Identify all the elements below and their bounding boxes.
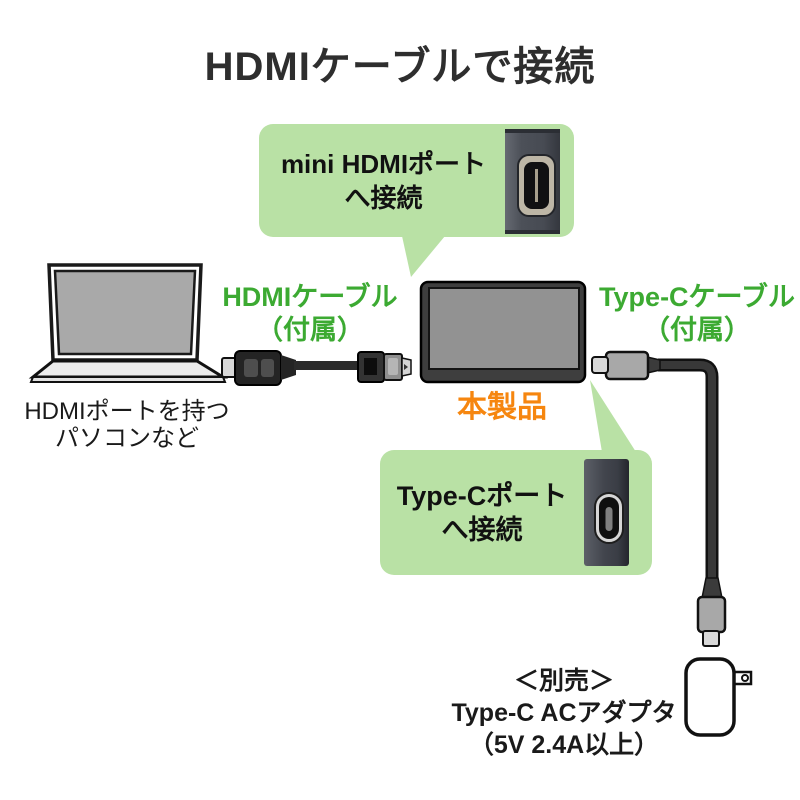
- typec-callout-line2: へ接続: [441, 514, 523, 545]
- laptop-illustration: [28, 263, 228, 383]
- ac-adapter-illustration: [684, 657, 753, 737]
- typec-plug-tip: [591, 356, 609, 374]
- type-c-port-icon: [594, 492, 624, 544]
- typec-cable-label: Type-Cケーブル （付属）: [599, 281, 795, 347]
- hdmi-cable-label-line2: （付属）: [256, 315, 364, 345]
- typec-bottom-strain-relief: [701, 577, 723, 599]
- mini-hdmi-callout-text: mini HDMIポート へ接続: [261, 124, 506, 237]
- type-c-port-photo: [584, 459, 629, 566]
- monitor-screen: [428, 287, 580, 370]
- ac-adapter-label-line2: Type-C ACアダプタ: [451, 699, 677, 727]
- laptop-base: [28, 359, 228, 379]
- laptop-screen: [53, 269, 197, 356]
- laptop-base-lip: [29, 376, 227, 383]
- mini-hdmi-callout-line2: へ接続: [344, 182, 423, 213]
- product-label: 本製品: [457, 391, 547, 424]
- ac-adapter-label: ＜別売＞ Type-C ACアダプタ （5V 2.4A以上）: [451, 665, 676, 761]
- laptop-label-line1: HDMIポートを持つ: [24, 398, 230, 425]
- ac-adapter-label-line3: （5V 2.4A以上）: [468, 731, 660, 759]
- hdmi-cable-label-line1: HDMIケーブル: [222, 282, 398, 312]
- hdmi-cable-wire: [294, 361, 360, 370]
- mini-hdmi-callout-pointer-icon: [402, 236, 445, 277]
- laptop-label-line2: パソコンなど: [54, 425, 199, 452]
- typec-bottom-plug-body: [696, 595, 727, 634]
- page-title: HDMIケーブルで接続: [204, 45, 596, 89]
- hdmi-plug-tip: [221, 357, 237, 378]
- typec-cable-wire: [658, 361, 716, 581]
- hdmi-cable-illustration: [221, 350, 412, 386]
- type-c-cable-illustration: [591, 350, 727, 647]
- typec-bottom-plug-tip: [702, 630, 720, 647]
- ac-adapter-label-line1: ＜別売＞: [513, 667, 615, 695]
- typec-callout-pointer-icon: [590, 380, 636, 452]
- hdmi-cable-label: HDMIケーブル （付属）: [222, 281, 397, 347]
- typec-plug-body: [604, 350, 650, 381]
- typec-cable-label-line1: Type-Cケーブル: [599, 282, 795, 312]
- monitor-illustration: [419, 280, 587, 384]
- mini-hdmi-callout-line1: mini HDMIポート: [280, 148, 487, 179]
- mini-hdmi-port-photo: [505, 129, 560, 234]
- ac-adapter-body: [684, 657, 736, 737]
- mini-hdmi-port-icon: [505, 129, 560, 234]
- laptop-label: HDMIポートを持つ パソコンなど: [24, 398, 229, 452]
- typec-callout-text: Type-Cポート へ接続: [382, 450, 582, 575]
- typec-callout-line1: Type-Cポート: [396, 480, 568, 511]
- typec-cable-wire-outline: [658, 358, 719, 581]
- typec-cable-label-line2: （付属）: [642, 315, 751, 345]
